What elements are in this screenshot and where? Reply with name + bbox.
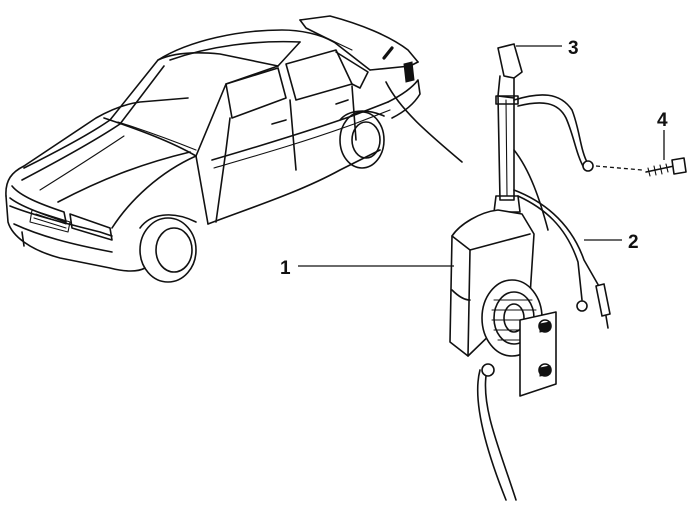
callout-2: 2 — [584, 232, 639, 253]
callout-4-label: 4 — [657, 110, 668, 131]
callout-2-label: 2 — [628, 232, 639, 253]
callout-1-label: 1 — [280, 258, 291, 279]
screw-part — [595, 157, 687, 177]
callout-3-label: 3 — [568, 38, 579, 59]
power-antenna-assembly — [449, 43, 611, 501]
car-illustration — [5, 15, 463, 283]
antenna-mast-tip — [497, 43, 523, 79]
callout-4: 4 — [657, 110, 668, 160]
callout-1: 1 — [280, 258, 454, 279]
callout-3: 3 — [516, 38, 579, 59]
wire-connector — [595, 283, 611, 317]
